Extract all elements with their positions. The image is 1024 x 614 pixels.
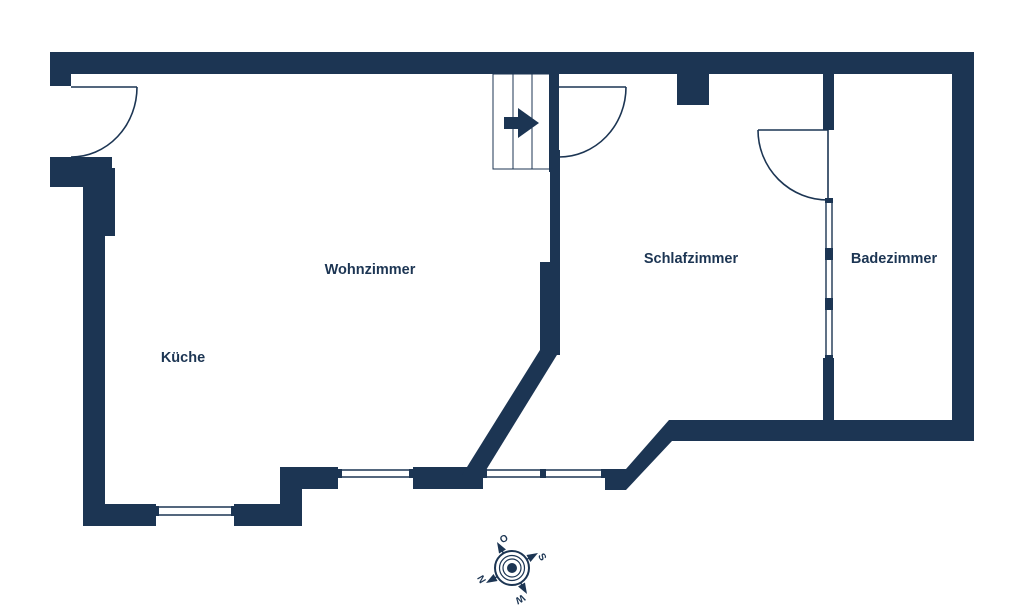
door-entrance [70, 86, 138, 158]
room-labels: Küche Wohnzimmer Schlafzimmer Badezimmer [161, 251, 938, 366]
compass-letter-n: N [476, 573, 489, 585]
wall-right [952, 52, 974, 441]
wall-partition [550, 150, 560, 355]
room-label-kueche: Küche [161, 350, 205, 366]
wall-top [50, 52, 974, 74]
door-schlafzimmer [558, 86, 627, 158]
compass-letter-s: S [535, 552, 548, 564]
wall-partition-upper [549, 74, 559, 172]
doors [70, 86, 829, 201]
wall-diagonal [462, 350, 560, 475]
compass-letter-o: O [498, 533, 510, 547]
window-wohnzimmer [337, 469, 414, 478]
compass-icon: O S W N [476, 533, 548, 606]
window-schlafzimmer [482, 469, 606, 478]
room-label-schlafzimmer: Schlafzimmer [644, 251, 739, 267]
stair-arrow-icon [504, 108, 539, 138]
wall-left-stub [50, 52, 71, 86]
windows [154, 198, 833, 516]
room-label-badezimmer: Badezimmer [851, 251, 938, 267]
wall-step-horizontal [280, 467, 338, 489]
wall-bottom-left [83, 504, 156, 526]
wall-bad-top [823, 70, 834, 130]
wall-chimney [677, 70, 709, 105]
wall-left [83, 168, 105, 525]
walls [50, 52, 974, 526]
door-badezimmer [757, 129, 829, 201]
compass-letter-w: W [512, 591, 526, 606]
wall-bottom-right-angled [605, 420, 974, 490]
wall-bad-bottom [823, 358, 834, 430]
wall-partition-thick [540, 262, 560, 354]
window-kueche [154, 506, 236, 516]
window-badezimmer-partition [825, 198, 833, 360]
room-label-wohnzimmer: Wohnzimmer [325, 262, 416, 278]
stairs [492, 73, 551, 170]
